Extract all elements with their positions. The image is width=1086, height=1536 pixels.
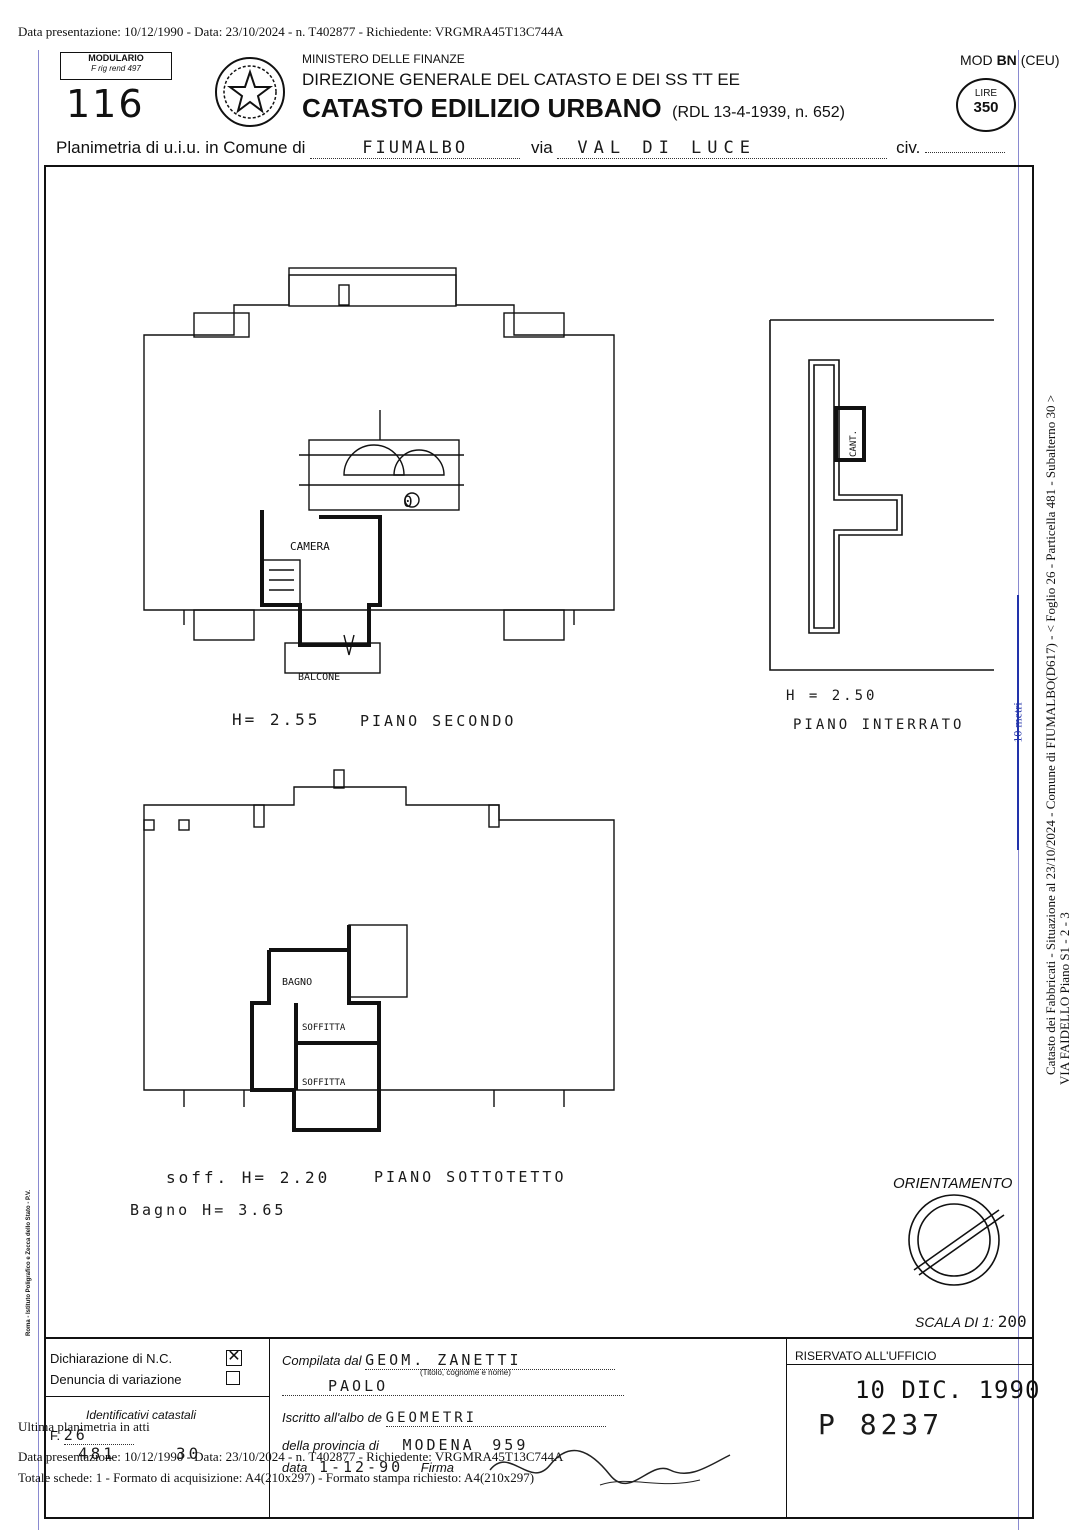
ministry-label: MINISTERO DELLE FINANZE [302, 52, 465, 66]
scala-label: SCALA DI 1: [915, 1314, 994, 1330]
provincia-line: della provincia di MODENA 959 [282, 1436, 528, 1454]
sottotetto-name: PIANO SOTTOTETTO [374, 1168, 567, 1186]
drawing-frame [44, 165, 1034, 1339]
particella-value: 481 [78, 1444, 116, 1463]
iscritto-label: Iscritto all'albo de [282, 1410, 383, 1425]
bottom-line-3: Totale schede: 1 - Formato di acquisizio… [18, 1470, 535, 1485]
footer-frame [44, 1339, 1034, 1519]
dichiarazione-label: Dichiarazione di N.C. [50, 1351, 173, 1366]
provincia-value: MODENA [402, 1436, 475, 1454]
data-label: data [282, 1460, 308, 1475]
planimetria-label: Planimetria di u.i.u. in Comune di [56, 138, 306, 157]
lire-label: LIRE [974, 88, 998, 99]
scale-bar [1017, 595, 1019, 850]
modulario-title: MODULARIO [88, 53, 144, 63]
planimetria-line: Planimetria di u.i.u. in Comune di FIUMA… [56, 138, 1056, 159]
iscritto-line: Iscritto all'albo de GEOMETRI [282, 1410, 606, 1427]
identificativi-label: Identificativi catastali [86, 1408, 197, 1422]
secondo-number-mark: 0 [403, 492, 413, 511]
floor-plans: 0 CAMERA BALCONE CANT. BAGNO SOFFITTA SO… [143, 267, 1005, 1286]
data-value: 1-12-90 [318, 1458, 404, 1476]
catasto-law: (RDL 13-4-1939, n. 652) [672, 104, 845, 121]
republic-emblem [215, 57, 285, 127]
f-field: F. 26 [50, 1426, 134, 1445]
sottotetto-height-1: soff. H= 2.20 [166, 1168, 331, 1187]
compilata-value: GEOM. ZANETTI [365, 1351, 616, 1370]
comune-field: FIUMALBO [310, 138, 521, 159]
sottotetto-soffitta-1: SOFFITTA [302, 1023, 346, 1033]
bottom-line-2: Data presentazione: 10/12/1990 - Data: 2… [18, 1449, 564, 1464]
signature [489, 1449, 731, 1486]
dichiarazione-checkbox: ✕ [226, 1348, 242, 1366]
data-firma-line: data 1-12-90 Firma [282, 1458, 454, 1476]
interrato-height: H = 2.50 [786, 688, 878, 704]
compilata-name: PAOLO [282, 1377, 624, 1396]
office-stamp-date: 10 DIC. 1990 [855, 1376, 1041, 1404]
secondo-room-camera: CAMERA [290, 540, 330, 553]
via-label: via [530, 138, 553, 157]
direction-label: DIREZIONE GENERALE DEL CATASTO E DEI SS … [302, 70, 741, 89]
firma-label: Firma [420, 1460, 454, 1475]
mod-bn: BN [996, 52, 1017, 68]
mod-text: MOD [960, 52, 993, 68]
titolo-hint: (Titolo, cognome e nome) [420, 1368, 511, 1377]
provincia-label: della provincia di [282, 1438, 379, 1453]
compilata-line: Compilata dal GEOM. ZANETTI [282, 1351, 616, 1370]
catasto-title: CATASTO EDILIZIO URBANO (RDL 13-4-1939, … [302, 93, 845, 124]
via-field: VAL DI LUCE [557, 138, 888, 159]
compilata-label: Compilata dal [282, 1353, 362, 1368]
secondo-room-balcone: BALCONE [298, 672, 340, 683]
tipografia-text: Roma - Istituto Poligrafico e Zecca dell… [26, 1189, 32, 1336]
interrato-name: PIANO INTERRATO [793, 717, 965, 733]
sheet-number: 116 [66, 82, 145, 126]
footer-divider-1 [269, 1339, 270, 1519]
bottom-line-1: Ultima planimetria in atti [18, 1419, 150, 1434]
catasto-name: CATASTO EDILIZIO URBANO [302, 93, 662, 123]
protocol-number: P 8237 [818, 1408, 944, 1441]
side-text-2: VIA FAIDELLO Piano S1 - 2 - 3 [1057, 912, 1072, 1085]
interrato-room: CANT. [849, 430, 859, 457]
modulario-box: MODULARIO F rig rend 497 [60, 52, 172, 80]
north-compass [908, 1194, 1005, 1286]
footer-hline-right [786, 1364, 1034, 1365]
sottotetto-bagno: BAGNO [282, 977, 312, 988]
top-stamp: Data presentazione: 10/12/1990 - Data: 2… [18, 24, 564, 39]
comune-value: FIUMALBO [362, 138, 469, 158]
scala-line: SCALA DI 1: 200 [915, 1312, 1027, 1331]
scale-bar-label: 10 metri [1010, 702, 1025, 743]
secondo-name: PIANO SECONDO [360, 712, 517, 730]
f-label: F. [50, 1428, 61, 1443]
f-value: 26 [63, 1426, 134, 1445]
via-value: VAL DI LUCE [577, 138, 756, 158]
sottotetto-soffitta-2: SOFFITTA [302, 1078, 346, 1088]
mod-label: MOD BN (CEU) [960, 52, 1060, 68]
denuncia-label: Denuncia di variazione [50, 1372, 182, 1387]
secondo-height: H= 2.55 [232, 710, 321, 729]
scala-value: 200 [997, 1312, 1027, 1331]
civ-field [925, 152, 1006, 153]
albo-number: 959 [492, 1436, 529, 1454]
left-guide [38, 50, 39, 1530]
lire-stamp: LIRE 350 [956, 78, 1016, 132]
orientamento-label: ORIENTAMENTO [893, 1175, 1013, 1192]
modulario-sub: F rig rend 497 [91, 64, 141, 73]
civ-label: civ. [896, 138, 921, 157]
sottotetto-height-2: Bagno H= 3.65 [130, 1201, 287, 1219]
denuncia-checkbox [226, 1371, 240, 1385]
footer-divider-2 [786, 1339, 787, 1519]
subalterno-value: 30 [176, 1444, 202, 1463]
footer-hline-left [44, 1396, 269, 1397]
lire-value: 350 [973, 99, 999, 116]
riservato-label: RISERVATO ALL'UFFICIO [795, 1349, 937, 1363]
iscritto-value: GEOMETRI [385, 1410, 606, 1427]
mod-ceu: (CEU) [1020, 52, 1060, 68]
